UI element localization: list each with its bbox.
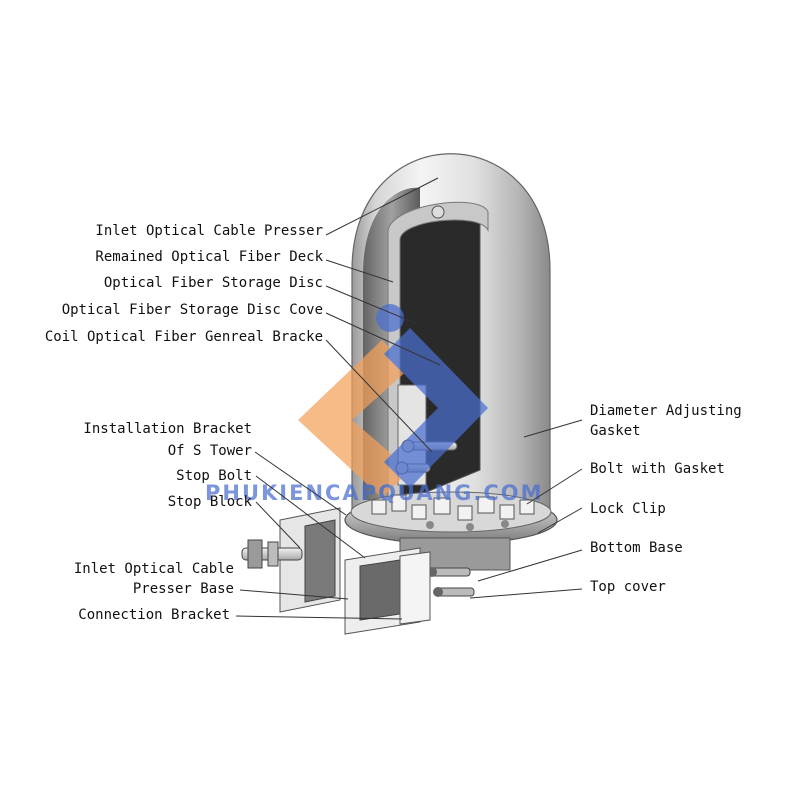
label-diameter-gasket-line2: Gasket <box>590 423 641 439</box>
watermark-text: PHUKIENCAPQUANG.COM <box>205 481 544 505</box>
watermark-blue-dot <box>376 304 404 332</box>
label-coil-fiber-bracket: Coil Optical Fiber Genreal Bracke <box>45 329 323 345</box>
top-bolt <box>431 205 445 219</box>
label-inlet-cable-presser: Inlet Optical Cable Presser <box>95 223 323 239</box>
label-lock-clip: Lock Clip <box>590 501 666 517</box>
side-bolt <box>241 539 303 569</box>
label-stop-bolt: Stop Bolt <box>176 468 252 484</box>
label-installation-bracket-line1: Installation Bracket <box>83 421 252 437</box>
leader-lines <box>235 177 583 620</box>
base-fittings <box>371 494 535 531</box>
mount-bracket <box>279 507 431 635</box>
label-diameter-gasket-line1: Diameter Adjusting <box>590 403 742 419</box>
watermark-blue-shape <box>384 328 488 488</box>
label-remained-fiber-deck: Remained Optical Fiber Deck <box>95 249 323 265</box>
label-fiber-storage-disc-cove: Optical Fiber Storage Disc Cove <box>62 302 323 318</box>
label-installation-bracket-line2: Of S Tower <box>168 443 252 459</box>
watermark: PHUKIENCAPQUANG.COM <box>205 304 544 505</box>
label-bolt-with-gasket: Bolt with Gasket <box>590 461 725 477</box>
label-inlet-presser-base-line1: Inlet Optical Cable <box>74 561 234 577</box>
bottom-bolts <box>427 567 475 597</box>
label-bottom-base: Bottom Base <box>590 540 683 556</box>
label-inlet-presser-base-line2: Presser Base <box>133 581 234 597</box>
label-fiber-storage-disc: Optical Fiber Storage Disc <box>104 275 323 291</box>
label-top-cover: Top cover <box>590 579 666 595</box>
label-connection-bracket: Connection Bracket <box>78 607 230 623</box>
watermark-orange-shape <box>298 340 410 498</box>
label-stop-block: Stop Block <box>168 494 253 510</box>
callout-labels: Inlet Optical Cable Presser Remained Opt… <box>45 223 742 623</box>
